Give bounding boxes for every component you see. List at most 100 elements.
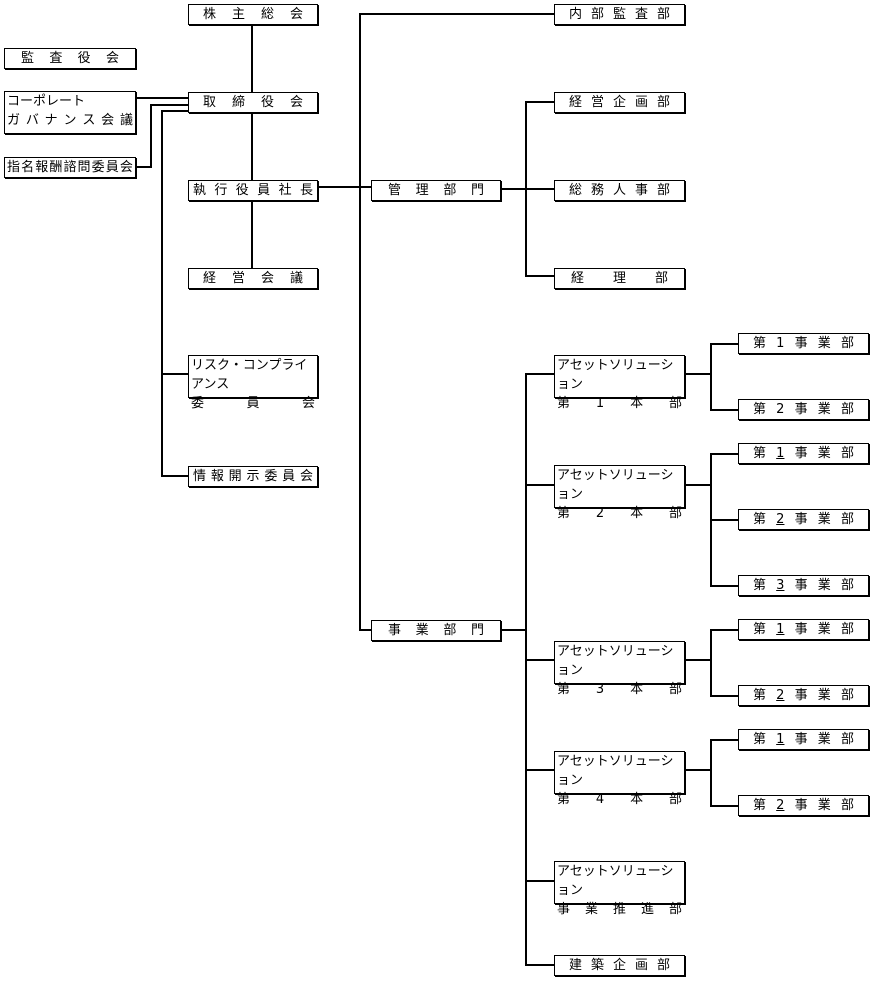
node-label-char: 本 [630, 396, 644, 411]
node-label-text: アセットソリューション [557, 468, 674, 502]
node-label-char: 企 [612, 95, 626, 110]
node-admin-division: 管理部門 [371, 180, 501, 201]
node-label-text: アセットソリューション [557, 358, 674, 392]
node-label-char: 建 [569, 958, 583, 973]
connector-line [359, 629, 371, 631]
connector-line [710, 409, 738, 411]
node-label-char: 人 [612, 183, 626, 198]
node-label-char: バ [25, 113, 39, 128]
node-label-char: 取 [203, 95, 217, 110]
node-label-char: 部 [654, 271, 668, 286]
connector-line [501, 188, 526, 190]
node-label-char: 理 [612, 271, 626, 286]
node-label-line: 総務人事部 [555, 181, 684, 200]
connector-line [501, 629, 526, 631]
node-label-char: 社 [278, 183, 292, 198]
connector-line [525, 769, 554, 771]
node-label-char: 部 [840, 578, 854, 593]
node-label-char: 執 [193, 183, 207, 198]
connector-line [136, 97, 188, 99]
node-accounting: 経理部 [554, 268, 685, 289]
node-label-char: 第 [753, 336, 767, 351]
node-label-char: 事 [794, 732, 808, 747]
node-label-char: 役 [77, 51, 91, 66]
node-label-char: 委 [191, 396, 205, 411]
connector-line [525, 275, 554, 277]
connector-line [710, 585, 738, 587]
connector-line [525, 373, 527, 966]
node-management-meeting: 経営会議 [188, 268, 318, 289]
connector-line [150, 104, 188, 106]
connector-line [685, 484, 711, 486]
connector-line [136, 166, 152, 168]
connector-line [161, 110, 163, 477]
node-label-char: 株 [203, 7, 217, 22]
connector-line [710, 343, 738, 345]
connector-line [525, 373, 554, 375]
connector-line [710, 695, 738, 697]
node-label-line: アセットソリューション [555, 862, 684, 900]
node-label-char: 第 [557, 792, 571, 807]
node-label-char: 推 [612, 902, 626, 917]
node-business-division: 事業部門 [371, 620, 501, 641]
node-label-line: 委員会 [189, 394, 317, 413]
node-label-char: 1 [776, 336, 785, 351]
node-label-line: 指名報酬諮問委員会 [5, 158, 135, 177]
node-label-char: 業 [817, 798, 831, 813]
node-label-char: 事 [794, 622, 808, 637]
node-label-text: アセットソリューション [557, 754, 674, 788]
node-label-char: 役 [235, 183, 249, 198]
node-label-line: 経営企画部 [555, 93, 684, 112]
node-label-char: ン [63, 113, 77, 128]
node-label-char: 第 [753, 732, 767, 747]
node-label-char: 主 [231, 7, 245, 22]
node-label-char: 査 [49, 51, 63, 66]
node-label-char: 4 [595, 792, 605, 807]
connector-line [685, 769, 711, 771]
connector-line [525, 101, 554, 103]
node-label-line: 経営会議 [189, 269, 317, 288]
node-label-char: 部 [840, 402, 854, 417]
node-label-text: リスク・コンプライアンス [191, 358, 308, 392]
connector-line [525, 484, 554, 486]
node-label-char: 第 [557, 396, 571, 411]
node-label-char: 監 [612, 7, 626, 22]
node-label-char: 部 [656, 7, 670, 22]
node-label-char: 業 [415, 623, 429, 638]
node-label-char: 会 [105, 51, 119, 66]
node-label-char: 名 [21, 160, 35, 175]
node-label-char: 員 [105, 160, 119, 175]
node-label-char: 議 [289, 271, 303, 286]
node-label-char: 締 [231, 95, 245, 110]
connector-line [525, 964, 554, 966]
node-label-char: 事 [794, 402, 808, 417]
connector-line [710, 739, 712, 807]
connector-line [685, 373, 711, 375]
node-label-line: アセットソリューション [555, 642, 684, 680]
node-label-char: 委 [264, 469, 278, 484]
connector-line [710, 343, 712, 411]
node-label-char: 部 [443, 623, 457, 638]
node-label-char: 築 [590, 958, 604, 973]
node-label-char: 会 [101, 113, 115, 128]
node-label-char: 画 [634, 958, 648, 973]
node-label-char: 事 [388, 623, 402, 638]
node-label-text: コーポレート [7, 94, 86, 109]
node-label-char: 経 [569, 95, 583, 110]
node-label-char: 1 [776, 622, 785, 637]
node-label-line: 情報開示委員会 [189, 467, 317, 486]
node-label-char: 3 [776, 578, 785, 593]
node-label-char: 本 [630, 506, 644, 521]
node-label-line: 事業推進部 [555, 900, 684, 919]
node-label-line: 株主総会 [189, 5, 317, 24]
node-label-char: 委 [91, 160, 105, 175]
